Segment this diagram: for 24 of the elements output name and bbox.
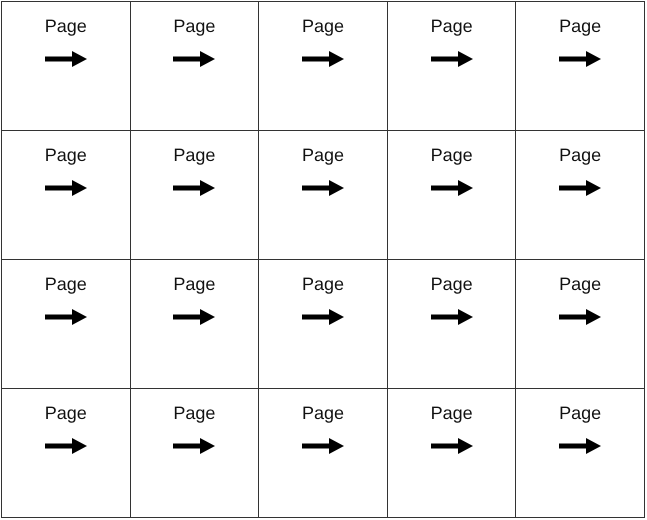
grid-cell — [1, 1, 131, 131]
page-label: Page — [430, 403, 473, 424]
page-label: Page — [173, 274, 216, 295]
page-label: Page — [559, 16, 602, 37]
page-label: Page — [559, 274, 602, 295]
page-label: Page — [44, 145, 87, 166]
page-label: Page — [559, 145, 602, 166]
grid-cell — [515, 1, 645, 131]
page-label: Page — [173, 403, 216, 424]
page-label: Page — [302, 145, 344, 166]
page-label: Page — [430, 16, 473, 37]
page-label: Page — [559, 403, 602, 424]
page-label: Page — [430, 145, 473, 166]
page-label: Page — [302, 274, 344, 295]
grid-cell — [1, 388, 131, 518]
page-label: Page — [44, 274, 87, 295]
page-label: Page — [302, 16, 344, 37]
page-label: Page — [44, 16, 87, 37]
page-label: Page — [302, 403, 344, 424]
page-label: Page — [173, 16, 216, 37]
grid-cell — [515, 388, 645, 518]
page-label: Page — [173, 145, 216, 166]
page-label: Page — [430, 274, 473, 295]
page-label: Page — [44, 403, 87, 424]
